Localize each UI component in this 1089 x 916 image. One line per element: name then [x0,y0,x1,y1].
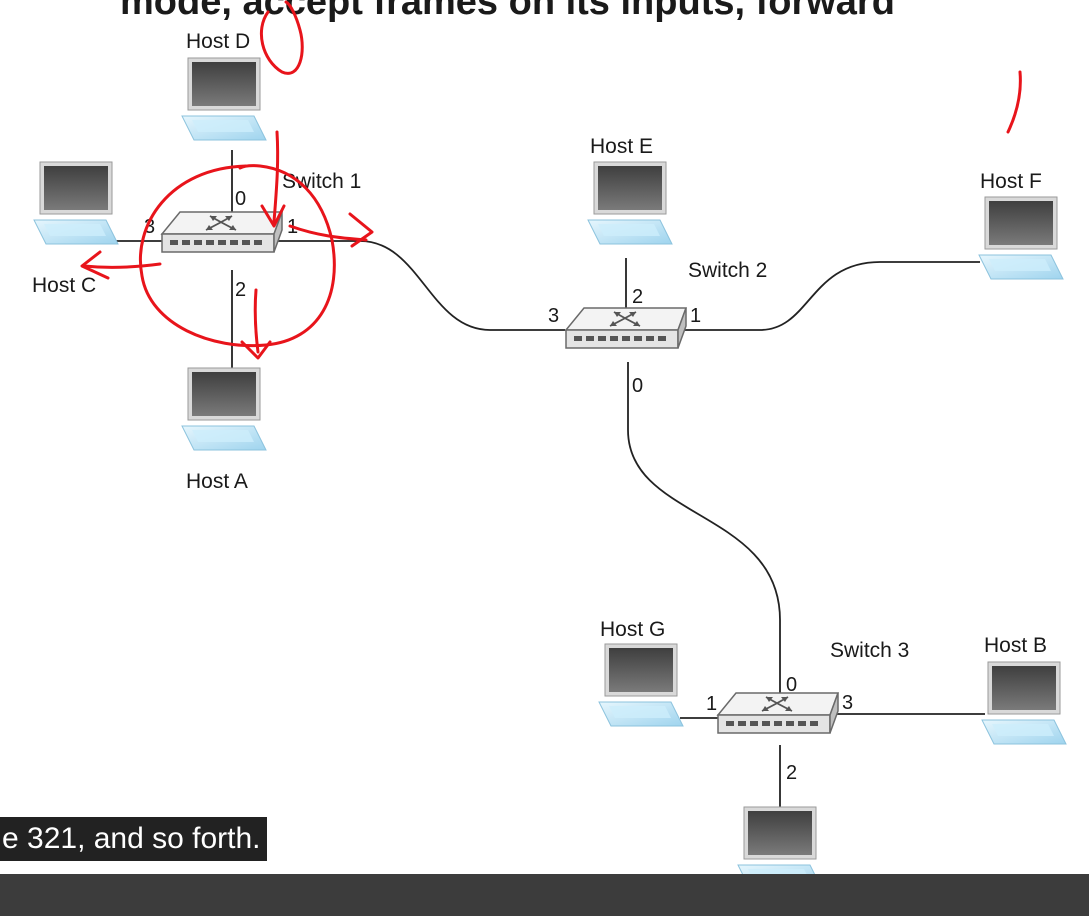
host-c-label: Host C [32,274,96,297]
host-g-icon [598,643,684,727]
host-a-icon [181,367,267,451]
link-s2-host-f [685,261,980,331]
host-f-icon [978,196,1064,280]
video-control-bar [0,874,1089,916]
switch-1-icon [161,211,283,253]
annotation-arrow-down [272,130,280,224]
link-s2-s3 [627,362,781,695]
host-g-label: Host G [600,618,665,641]
host-a-label: Host A [186,470,248,493]
switch-3-port-3: 3 [842,692,853,714]
switch-3-icon [717,692,839,734]
annotation-circle-switch-1 [139,164,336,348]
annotation-arrowhead-down [260,204,286,228]
host-d-icon [181,57,267,141]
links [110,150,985,808]
host-b-icon [981,661,1067,745]
host-c-icon [33,161,119,245]
switch-3-label: Switch 3 [830,639,909,662]
annotation-arrow-left [82,262,162,269]
annotation-arrowhead-left [80,250,110,280]
host-d-label: Host D [186,30,250,53]
switch-2-port-3: 3 [548,305,559,327]
switch-2-label: Switch 2 [688,259,767,282]
subtitle-caption: e 321, and so forth. [0,817,267,861]
switch-3-port-2: 2 [786,762,797,784]
host-e-label: Host E [590,135,653,158]
switch-3-port-1: 1 [706,693,717,715]
host-f-label: Host F [980,170,1042,193]
top-text: mode, accept frames on its inputs, forwa… [120,0,895,23]
switch-1-port-2: 2 [235,279,246,301]
annotation-arrow-down-2 [253,288,260,354]
link-s1-s2 [278,240,565,331]
host-b-label: Host B [984,634,1047,657]
host-e-icon [587,161,673,245]
annotation-arrowhead-down-2 [240,340,272,360]
switch-1-port-0: 0 [235,188,246,210]
switch-2-port-1: 1 [690,305,701,327]
switch-2-port-0: 0 [632,375,643,397]
annotation-arrowhead-right [348,212,374,248]
switch-1-label: Switch 1 [282,170,361,193]
switch-2-port-2: 2 [632,286,643,308]
switch-2-icon [565,307,687,349]
annotation-tick [1006,70,1022,134]
annotation-loop-host-d [259,0,304,75]
switch-1-port-3: 3 [144,216,155,238]
switch-3-port-0: 0 [786,674,797,696]
